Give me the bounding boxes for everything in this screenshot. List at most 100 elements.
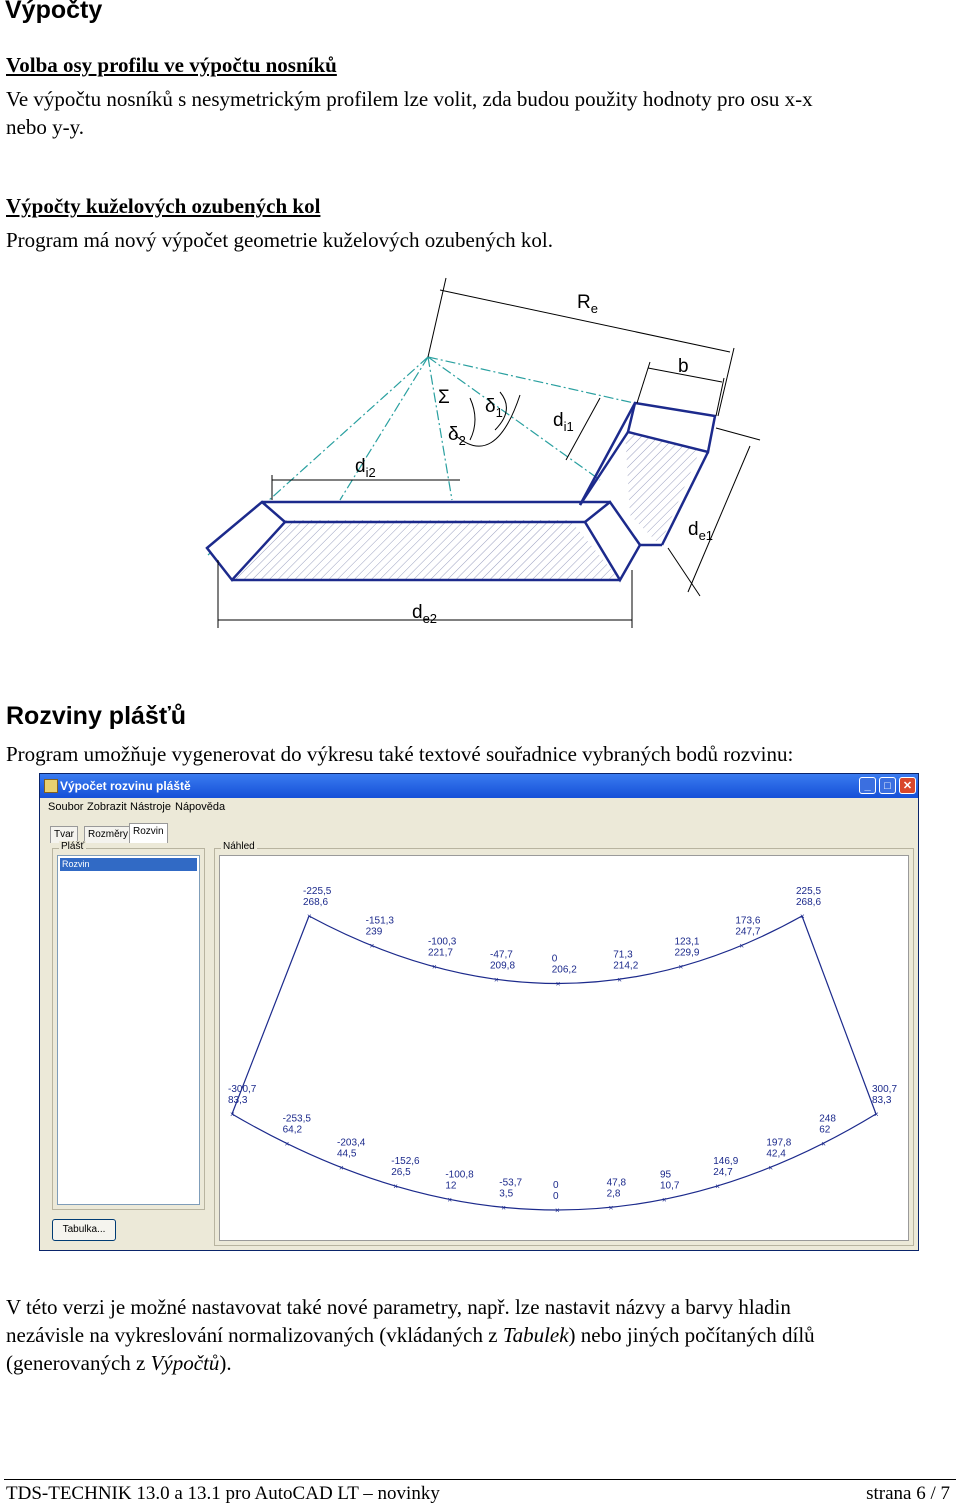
point-y-label: 44,5 xyxy=(337,1148,357,1159)
group-plast: Plášť Rozvin xyxy=(52,841,205,1210)
point-x-label: 146,9 xyxy=(713,1156,738,1167)
point-x-label: 95 xyxy=(660,1169,672,1180)
point-x-label: 300,7 xyxy=(872,1084,897,1095)
label-sigma: Σ xyxy=(438,387,450,408)
tab-rozvin[interactable]: Rozvin xyxy=(129,823,168,843)
point-x-label: -253,5 xyxy=(283,1113,312,1124)
paragraph-layers-3b: ). xyxy=(219,1351,232,1375)
point-y-label: 64,2 xyxy=(283,1124,303,1135)
vertex-marker: × xyxy=(768,1163,773,1172)
vertex-marker: × xyxy=(339,1163,344,1172)
menu-nastroje[interactable]: Nástroje xyxy=(130,801,171,813)
app-icon xyxy=(44,779,58,793)
label-di1: di1 xyxy=(553,410,574,434)
point-x-label: -100,8 xyxy=(445,1169,474,1180)
vertex-marker: × xyxy=(678,963,683,972)
tabulka-button[interactable]: Tabulka... xyxy=(52,1219,116,1241)
group-nahled-label: Náhled xyxy=(221,841,257,852)
menu-napoveda[interactable]: Nápověda xyxy=(175,801,226,813)
tab-rozmery[interactable]: Rozměry xyxy=(84,826,133,843)
point-x-label: 47,8 xyxy=(607,1177,627,1188)
vertex-marker: × xyxy=(501,1203,506,1212)
point-y-label: 24,7 xyxy=(713,1167,733,1178)
vertex-marker: × xyxy=(370,942,375,951)
point-x-label: -47,7 xyxy=(490,949,513,960)
point-x-label: -151,3 xyxy=(366,916,395,927)
paragraph-layers-1: V této verzi je možné nastavovat také no… xyxy=(6,1295,791,1319)
point-y-label: 83,3 xyxy=(228,1095,248,1106)
label-Re: Re xyxy=(577,292,598,316)
vertex-marker: × xyxy=(739,942,744,951)
point-x-label: -53,7 xyxy=(499,1177,522,1188)
bevel-gear-diagram: Re b Σ δ1 δ2 di1 di2 de1 de2 xyxy=(205,277,761,628)
footer-right: strana 6 / 7 xyxy=(866,1483,950,1504)
point-x-label: 248 xyxy=(819,1113,836,1124)
emphasis-vypoctu: Výpočtů xyxy=(150,1351,220,1375)
vertex-marker: × xyxy=(494,975,499,984)
development-preview: ×-225,5268,6×-151,3239×-100,3221,7×-47,7… xyxy=(228,886,897,1215)
menu-zobrazit[interactable]: Zobrazit xyxy=(87,801,127,813)
list-item-rozvin[interactable]: Rozvin xyxy=(60,858,197,871)
menu-soubor[interactable]: Soubor xyxy=(48,801,84,813)
point-y-label: 62 xyxy=(819,1124,831,1135)
point-y-label: 229,9 xyxy=(674,948,699,959)
point-x-label: -203,4 xyxy=(337,1137,366,1148)
point-y-label: 83,3 xyxy=(872,1095,892,1106)
vertex-marker: × xyxy=(285,1139,290,1148)
point-y-label: 268,6 xyxy=(796,897,821,908)
vertex-marker: × xyxy=(393,1182,398,1191)
paragraph-layers-3: (generovaných z Výpočtů). xyxy=(6,1349,232,1377)
vertex-marker: × xyxy=(432,963,437,972)
point-y-label: 42,4 xyxy=(766,1148,786,1159)
group-plast-label: Plášť xyxy=(59,841,87,852)
section-heading-beam-axis: Volba osy profilu ve výpočtu nosníků xyxy=(6,53,337,77)
minimize-button[interactable]: _ xyxy=(859,777,876,794)
maximize-button[interactable]: □ xyxy=(879,777,896,794)
paragraph-layers-3a: (generovaných z xyxy=(6,1351,151,1375)
window-titlebar[interactable]: Výpočet rozvinu pláště _ □ ✕ xyxy=(40,774,918,798)
point-y-label: 221,7 xyxy=(428,948,453,959)
point-y-label: 3,5 xyxy=(499,1188,513,1199)
emphasis-tabulek: Tabulek xyxy=(502,1323,569,1347)
point-y-label: 268,6 xyxy=(303,897,328,908)
label-b: b xyxy=(678,356,689,377)
vertex-marker: × xyxy=(230,1110,235,1119)
section-heading-bevel-gears: Výpočty kuželových ozubených kol xyxy=(6,194,321,218)
point-x-label: 225,5 xyxy=(796,886,821,897)
vertex-marker: × xyxy=(555,1206,560,1215)
label-de1: de1 xyxy=(688,519,713,543)
point-y-label: 10,7 xyxy=(660,1180,680,1191)
point-x-label: 123,1 xyxy=(674,937,699,948)
paragraph-layers-2b: ) nebo jiných počítaných dílů xyxy=(568,1323,815,1347)
point-x-label: -225,5 xyxy=(303,886,332,897)
point-x-label: -300,7 xyxy=(228,1084,257,1095)
footer-rule xyxy=(4,1479,956,1480)
close-button[interactable]: ✕ xyxy=(899,777,916,794)
vertex-marker: × xyxy=(874,1110,879,1119)
vertex-marker: × xyxy=(617,975,622,984)
point-x-label: -100,3 xyxy=(428,937,457,948)
vertex-marker: × xyxy=(447,1195,452,1204)
label-di2: di2 xyxy=(355,456,376,480)
point-y-label: 247,7 xyxy=(735,927,760,938)
point-x-label: 197,8 xyxy=(766,1137,791,1148)
tab-tvar[interactable]: Tvar xyxy=(50,826,78,843)
point-x-label: 71,3 xyxy=(613,949,633,960)
development-window: Výpočet rozvinu pláště _ □ ✕ Soubor Zobr… xyxy=(39,773,919,1251)
paragraph-layers-2a: nezávisle na vykreslování normalizovanýc… xyxy=(6,1323,503,1347)
paragraph-beam-axis-1: Ve výpočtu nosníků s nesymetrickým profi… xyxy=(6,87,813,111)
paragraph-layers-2: nezávisle na vykreslování normalizovanýc… xyxy=(6,1321,815,1349)
point-x-label: -152,6 xyxy=(391,1156,420,1167)
point-x-label: 0 xyxy=(553,1180,559,1191)
point-y-label: 214,2 xyxy=(613,960,638,971)
point-y-label: 206,2 xyxy=(552,965,577,976)
point-x-label: 173,6 xyxy=(735,916,760,927)
footer-left: TDS-TECHNIK 13.0 a 13.1 pro AutoCAD LT –… xyxy=(6,1483,440,1504)
window-title: Výpočet rozvinu pláště xyxy=(60,779,191,793)
page-title: Výpočty xyxy=(5,0,103,24)
vertex-marker: × xyxy=(715,1182,720,1191)
plast-listbox[interactable]: Rozvin xyxy=(57,855,200,1205)
vertex-marker: × xyxy=(556,980,561,989)
